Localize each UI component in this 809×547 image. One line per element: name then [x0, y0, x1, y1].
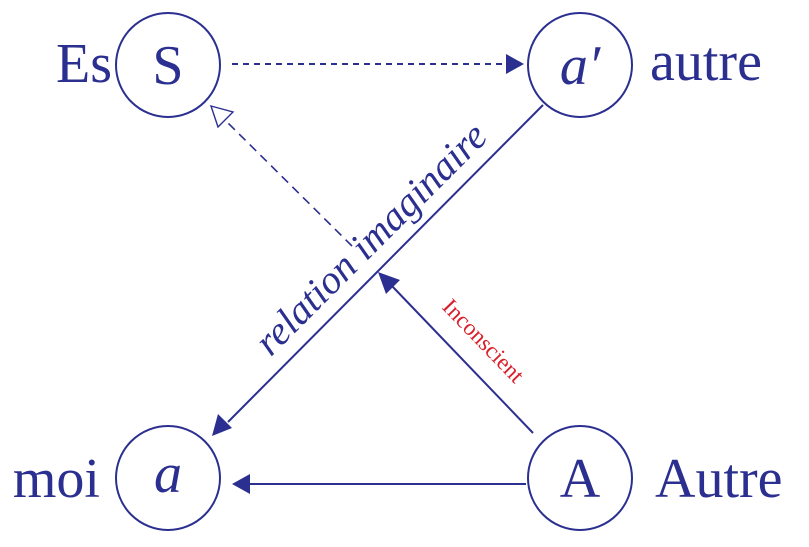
- label-autre: autre: [650, 31, 762, 93]
- arrowhead-at-a-prime: [506, 54, 524, 74]
- edge-a-prime-to-a: [227, 104, 544, 423]
- node-A-letter: A: [560, 448, 601, 510]
- open-arrowhead-at-S: [209, 104, 235, 129]
- node-S-letter: S: [152, 35, 183, 97]
- label-inconscient: Inconscient: [438, 294, 530, 388]
- node-a-prime-letter: a′: [560, 35, 601, 97]
- arrowhead-at-a-bottom: [232, 474, 250, 494]
- arrowhead-at-a: [212, 414, 232, 436]
- edge-center-to-S: [225, 120, 353, 247]
- label-es: Es: [56, 33, 112, 95]
- node-A-circle: [527, 425, 633, 531]
- edge-A-to-center: [391, 285, 534, 434]
- node-a-prime-circle: [527, 12, 633, 118]
- arrowhead-at-center: [378, 272, 400, 294]
- label-moi: moi: [13, 448, 100, 510]
- node-a-circle: [115, 425, 221, 531]
- node-S-circle: [115, 12, 221, 118]
- label-Autre: Autre: [655, 448, 783, 510]
- node-a-letter: a: [154, 443, 182, 505]
